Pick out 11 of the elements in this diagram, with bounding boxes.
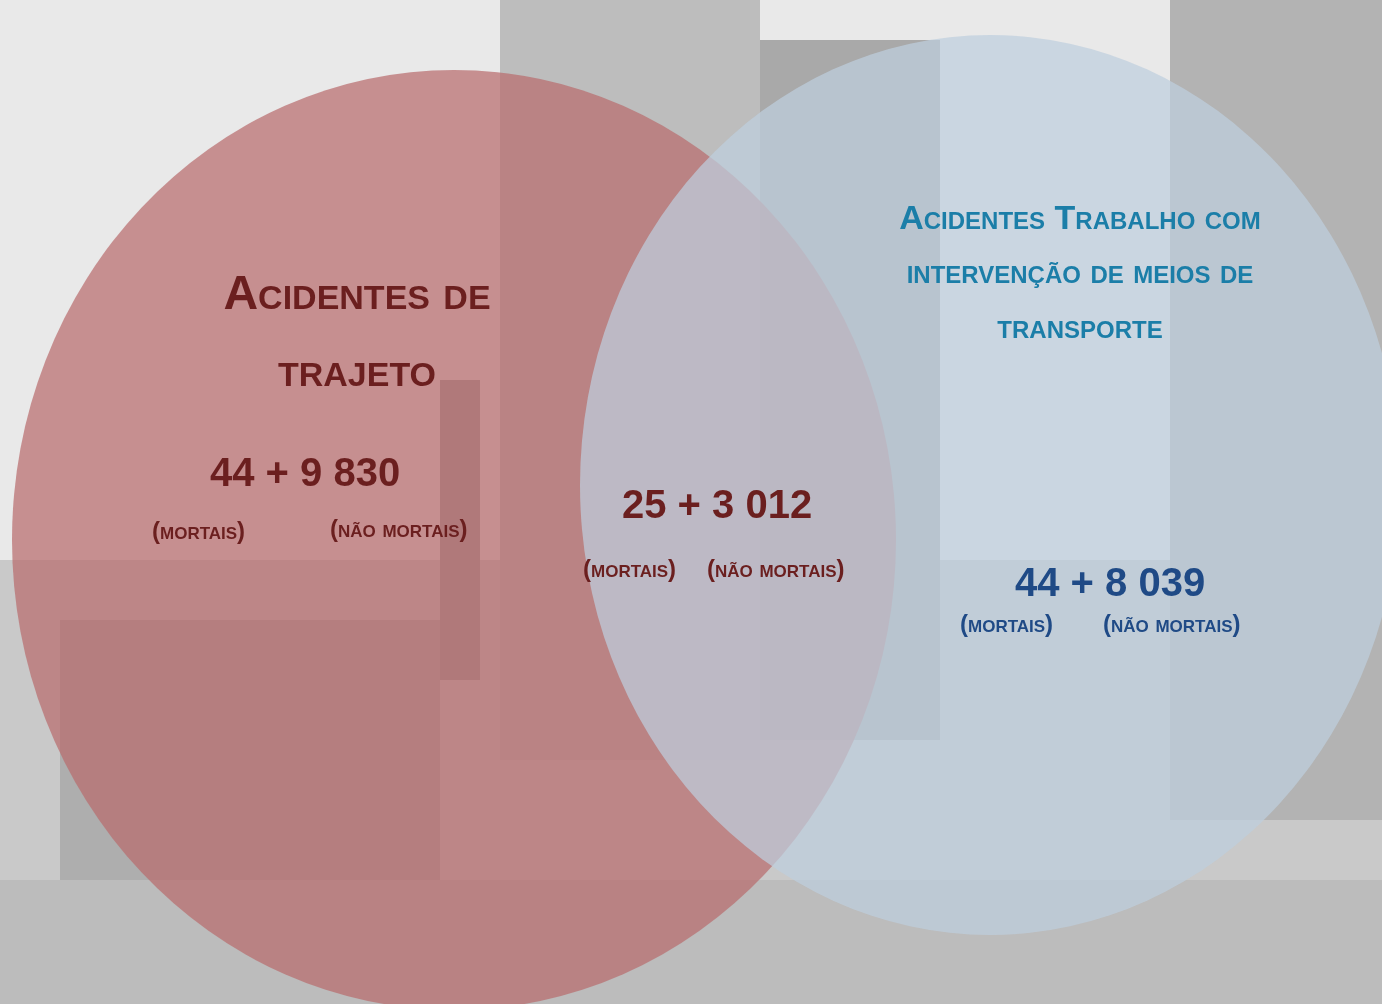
count-caption: (mortais) bbox=[152, 517, 246, 545]
count-caption: (mortais) bbox=[960, 610, 1054, 638]
count-value: 44 + 9 830 bbox=[210, 450, 401, 495]
count-value: 25 + 3 012 bbox=[622, 482, 813, 527]
set-title: Acidentes Trabalho com intervenção de meios de transporte bbox=[898, 197, 1262, 347]
count-caption: (mortais) bbox=[583, 555, 677, 583]
set-title: Acidentes de trajeto bbox=[222, 265, 492, 398]
count-caption: (não mortais) bbox=[330, 515, 468, 543]
count-value: 44 + 8 039 bbox=[1015, 560, 1206, 605]
count-caption: (não mortais) bbox=[1103, 610, 1241, 638]
count-caption: (não mortais) bbox=[707, 555, 845, 583]
